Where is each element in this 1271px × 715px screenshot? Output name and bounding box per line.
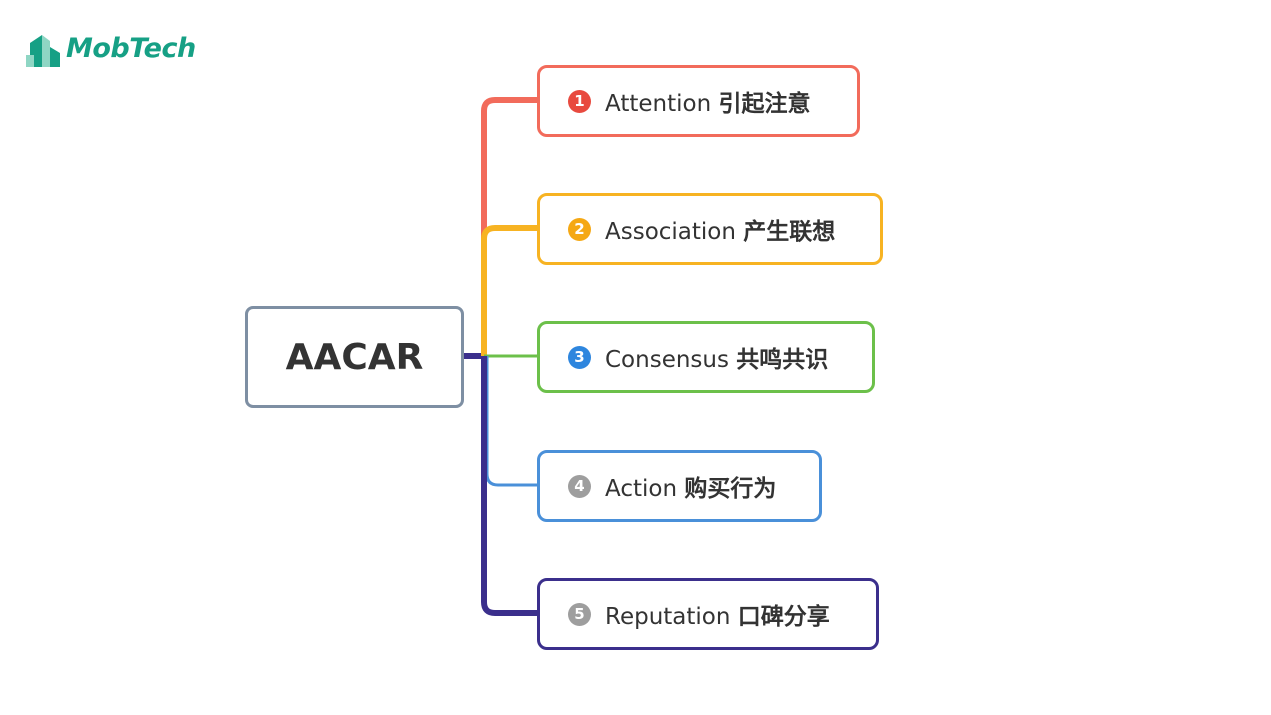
root-label: AACAR [285,336,424,378]
node-label: Association 产生联想 [605,219,836,245]
connector-4 [485,356,537,487]
number-badge-5: 5 [568,602,591,626]
node-consensus: 3 Consensus 共鸣共识 [537,321,875,393]
number-badge-2: 2 [568,217,591,241]
brand-logo: MobTech [26,28,196,68]
node-label: Action 购买行为 [605,476,777,502]
connector-1 [481,97,537,356]
root-node: AACAR [245,306,464,408]
node-label: Consensus 共鸣共识 [605,347,829,373]
node-label: Reputation 口碑分享 [605,604,830,630]
node-association: 2 Association 产生联想 [537,193,883,265]
number-badge-3: 3 [568,345,591,369]
connector-2 [481,225,537,356]
node-action: 4 Action 购买行为 [537,450,822,522]
connector-5 [481,356,537,616]
number-badge-4: 4 [568,474,591,498]
node-label: Attention 引起注意 [605,91,811,117]
building-icon [26,35,60,67]
number-badge-1: 1 [568,89,591,113]
brand-name: MobTech [66,32,196,64]
node-attention: 1 Attention 引起注意 [537,65,860,137]
node-reputation: 5 Reputation 口碑分享 [537,578,879,650]
